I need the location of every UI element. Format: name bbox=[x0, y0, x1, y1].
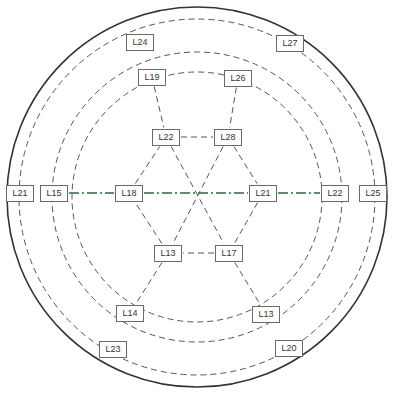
dashed-link bbox=[230, 88, 237, 128]
dashed-circle bbox=[72, 72, 322, 322]
label-box: L22 bbox=[152, 129, 180, 146]
outer-circle bbox=[7, 7, 387, 387]
dashed-circle bbox=[52, 52, 342, 342]
center-line bbox=[69, 192, 114, 193]
box-label: L20 bbox=[281, 344, 296, 353]
box-label: L22 bbox=[158, 133, 173, 142]
label-box: L21 bbox=[6, 185, 34, 202]
box-label: L21 bbox=[255, 189, 270, 198]
box-label: L13 bbox=[160, 249, 175, 258]
label-box: L24 bbox=[126, 34, 154, 51]
dashed-link bbox=[136, 263, 162, 304]
box-label: L18 bbox=[121, 189, 136, 198]
box-label: L22 bbox=[327, 189, 342, 198]
label-box: L23 bbox=[99, 341, 127, 358]
label-box: L27 bbox=[276, 35, 304, 52]
box-label: L25 bbox=[365, 189, 380, 198]
center-line bbox=[278, 192, 320, 193]
box-label: L13 bbox=[258, 310, 273, 319]
box-label: L15 bbox=[46, 189, 61, 198]
dashed-circle bbox=[19, 19, 375, 375]
label-box: L19 bbox=[138, 69, 166, 86]
dashed-link bbox=[135, 147, 159, 184]
box-label: L23 bbox=[105, 345, 120, 354]
box-label: L17 bbox=[221, 249, 236, 258]
dashed-link bbox=[234, 203, 257, 244]
label-box: L25 bbox=[359, 185, 387, 202]
label-box: L17 bbox=[215, 245, 243, 262]
box-label: L19 bbox=[144, 73, 159, 82]
box-label: L26 bbox=[230, 74, 245, 83]
dashed-link bbox=[173, 147, 223, 244]
label-box: L14 bbox=[116, 305, 144, 322]
box-label: L14 bbox=[122, 309, 137, 318]
dashed-link bbox=[171, 147, 224, 244]
dashed-link bbox=[234, 147, 257, 184]
label-box: L21 bbox=[249, 185, 277, 202]
box-label: L27 bbox=[282, 39, 297, 48]
label-box: L26 bbox=[224, 70, 252, 87]
label-box: L15 bbox=[40, 185, 68, 202]
label-box: L13 bbox=[154, 245, 182, 262]
center-line bbox=[144, 192, 248, 193]
dashed-link bbox=[135, 203, 162, 244]
label-box: L18 bbox=[115, 185, 143, 202]
label-box: L20 bbox=[275, 340, 303, 357]
box-label: L21 bbox=[12, 189, 27, 198]
label-box: L28 bbox=[214, 129, 242, 146]
dashed-link bbox=[181, 137, 213, 138]
dashed-link bbox=[183, 253, 214, 254]
box-label: L28 bbox=[220, 133, 235, 142]
label-box: L13 bbox=[252, 306, 280, 323]
label-box: L22 bbox=[321, 185, 349, 202]
dashed-link bbox=[154, 87, 164, 128]
dashed-link bbox=[235, 263, 260, 305]
box-label: L24 bbox=[132, 38, 147, 47]
